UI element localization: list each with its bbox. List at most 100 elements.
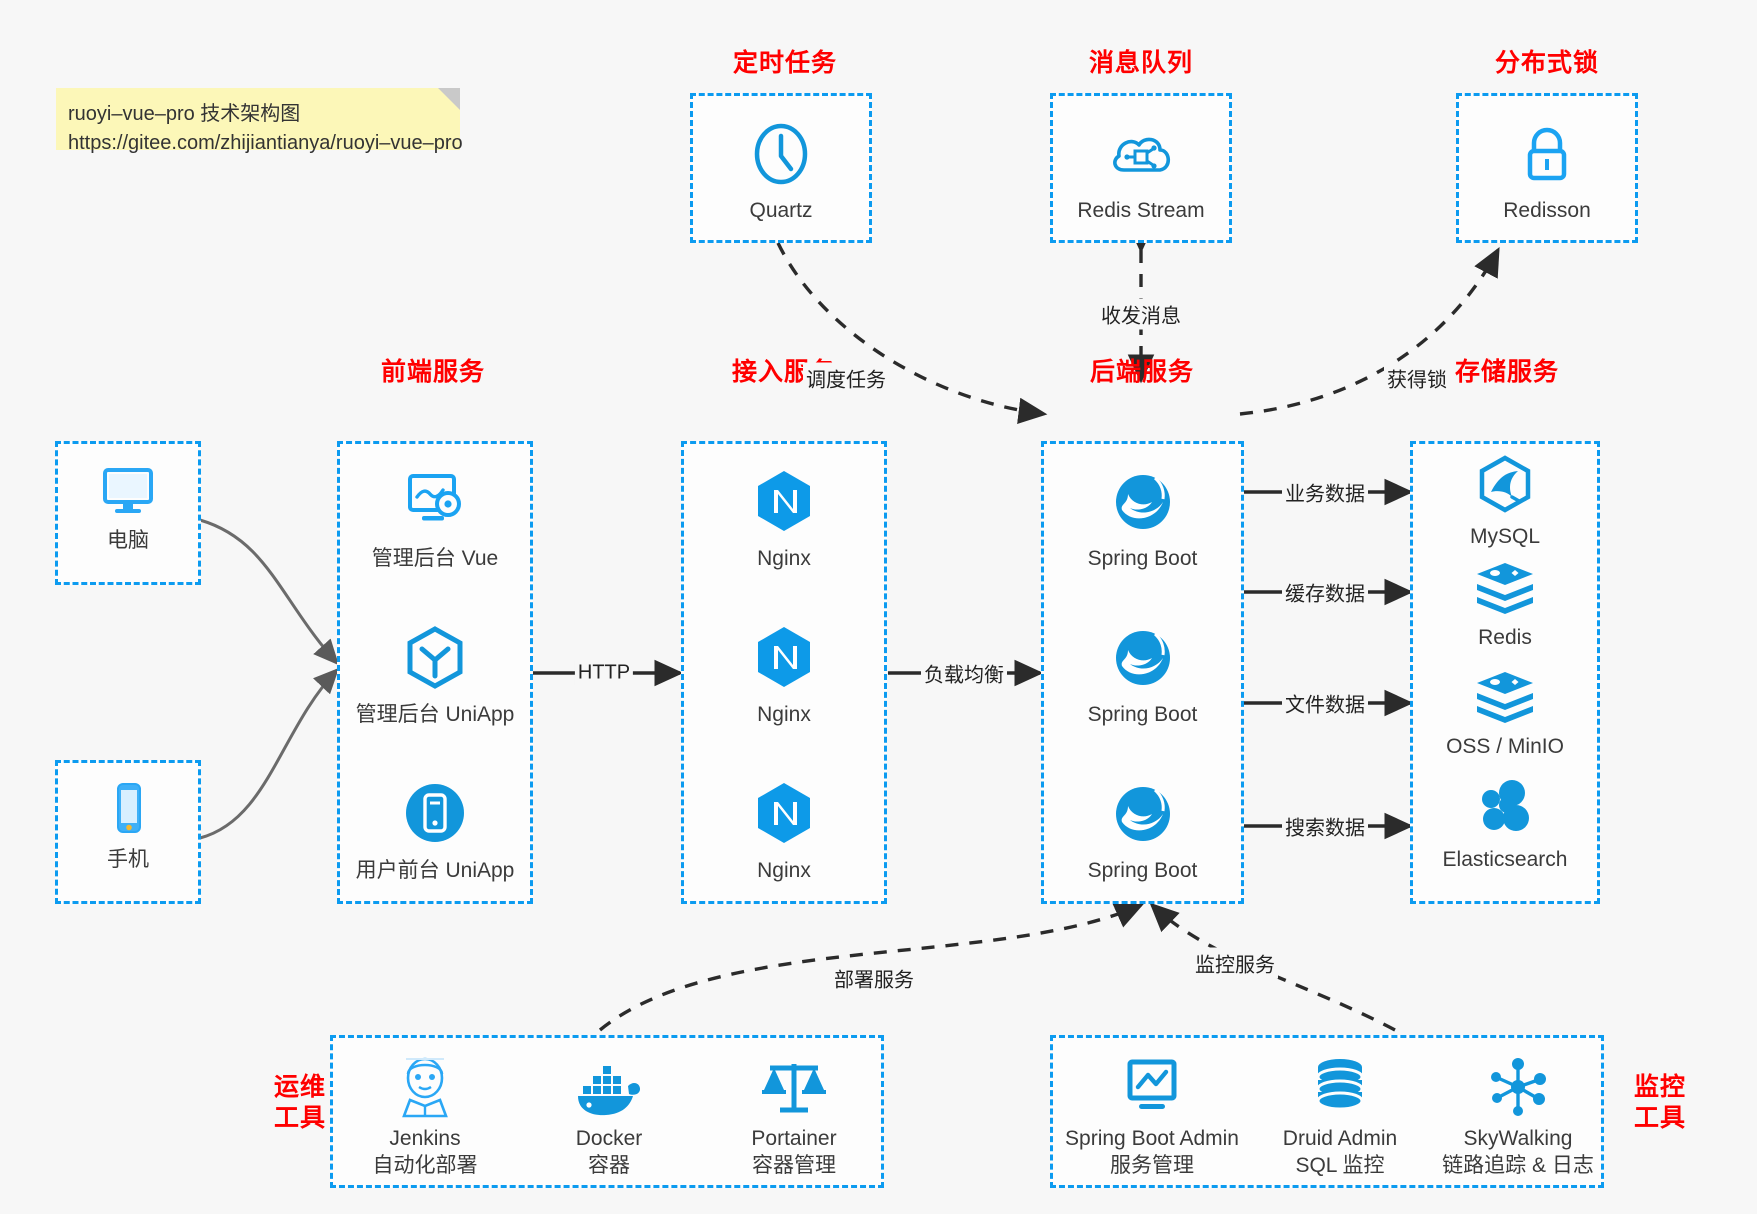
edge-label-cache-data: 缓存数据	[1282, 576, 1368, 608]
node-user-uniapp[interactable]: 用户前台 UniApp	[340, 778, 530, 884]
jenkins-icon	[333, 1054, 517, 1120]
node-spring-boot-3[interactable]: Spring Boot	[1044, 778, 1241, 884]
node-spring-boot-2[interactable]: Spring Boot	[1044, 622, 1241, 728]
node-admin-uniapp[interactable]: 管理后台 UniApp	[340, 622, 530, 728]
node-spring-boot-1[interactable]: Spring Boot	[1044, 466, 1241, 572]
node-nginx-1[interactable]: Nginx	[684, 466, 884, 572]
node-label: Redis Stream	[1077, 199, 1205, 222]
uniapp-cube-icon	[340, 622, 530, 696]
node-sublabel: 服务管理	[1110, 1154, 1194, 1178]
edge-label-monitor-service: 监控服务	[1192, 947, 1278, 979]
node-oss-minio[interactable]: OSS / MinIO	[1413, 666, 1597, 760]
node-docker[interactable]: Docker 容器	[517, 1054, 701, 1180]
docker-icon	[517, 1054, 701, 1120]
group-box-message-queue: Redis Stream	[1050, 93, 1232, 243]
node-spring-boot-admin[interactable]: Spring Boot Admin 服务管理	[1053, 1054, 1251, 1180]
group-box-backend: Spring Boot Spring Boot Spring Boot	[1041, 441, 1244, 904]
node-portainer[interactable]: Portainer 容器管理	[701, 1054, 887, 1180]
node-label: MySQL	[1469, 525, 1540, 548]
mysql-icon	[1413, 454, 1597, 518]
note-line-1: ruoyi–vue–pro 技术架构图	[68, 103, 301, 125]
node-redisson[interactable]: Redisson	[1459, 118, 1635, 224]
edge-label-file-data: 文件数据	[1282, 687, 1368, 719]
node-sublabel: 链路追踪 & 日志	[1442, 1154, 1594, 1178]
group-title-monitoring-line2: 工具	[1633, 1104, 1686, 1133]
group-title-backend: 后端服务	[1089, 358, 1194, 386]
node-label: Docker	[575, 1127, 643, 1150]
edge-label-acquire-lock: 获得锁	[1384, 362, 1450, 394]
note-fold-corner	[438, 88, 460, 110]
node-redis[interactable]: Redis	[1413, 557, 1597, 651]
node-label: Druid Admin	[1282, 1127, 1398, 1150]
edge-label-send-receive-msg: 收发消息	[1098, 298, 1184, 330]
edge-label-load-balance: 负载均衡	[921, 657, 1007, 689]
group-box-client-desktop: 电脑	[55, 441, 201, 585]
desktop-icon	[58, 460, 198, 522]
group-title-distributed-lock: 分布式锁	[1494, 49, 1599, 77]
node-nginx-3[interactable]: Nginx	[684, 778, 884, 884]
node-label: Nginx	[757, 547, 811, 570]
node-label: Nginx	[757, 859, 811, 882]
node-label: Spring Boot	[1087, 547, 1198, 570]
nginx-icon	[684, 622, 884, 696]
node-skywalking[interactable]: SkyWalking 链路追踪 & 日志	[1429, 1054, 1607, 1180]
spring-boot-icon	[1044, 466, 1241, 540]
group-title-devops: 运维 工具	[258, 1072, 342, 1135]
node-nginx-2[interactable]: Nginx	[684, 622, 884, 728]
node-mysql[interactable]: MySQL	[1413, 454, 1597, 550]
group-box-distributed-lock: Redisson	[1456, 93, 1638, 243]
group-box-devops: Jenkins 自动化部署 Docker 容器	[330, 1035, 884, 1188]
node-label: 管理后台 UniApp	[355, 703, 515, 726]
edge-label-http: HTTP	[574, 660, 634, 686]
node-redis-stream[interactable]: Redis Stream	[1053, 118, 1229, 224]
group-title-devops-line2: 工具	[273, 1104, 326, 1133]
elasticsearch-icon	[1413, 775, 1597, 841]
node-sublabel: SQL 监控	[1295, 1154, 1385, 1178]
node-label: Jenkins	[389, 1127, 461, 1150]
spring-boot-icon	[1044, 778, 1241, 852]
node-label: Nginx	[757, 703, 811, 726]
group-box-gateway: Nginx Nginx Nginx	[681, 441, 887, 904]
note-line-2: https://gitee.com/zhijiantianya/ruoyi–vu…	[68, 132, 463, 154]
node-elasticsearch[interactable]: Elasticsearch	[1413, 775, 1597, 873]
node-jenkins[interactable]: Jenkins 自动化部署	[333, 1054, 517, 1180]
cloud-stream-icon	[1053, 118, 1229, 192]
node-sublabel: 容器	[588, 1154, 630, 1178]
node-label: Quartz	[749, 199, 813, 222]
diagram-note: ruoyi–vue–pro 技术架构图 https://gitee.com/zh…	[56, 88, 463, 154]
node-mobile[interactable]: 手机	[58, 779, 198, 873]
node-label: Spring Boot Admin	[1065, 1127, 1239, 1150]
group-box-scheduled-task: Quartz	[690, 93, 872, 243]
nginx-icon	[684, 466, 884, 540]
edge-label-business-data: 业务数据	[1282, 476, 1368, 508]
portainer-scales-icon	[701, 1054, 887, 1120]
group-box-frontend: 管理后台 Vue 管理后台 UniApp 用户前台 UniApp	[337, 441, 533, 904]
node-label: Redis	[1478, 626, 1532, 649]
node-desktop[interactable]: 电脑	[58, 460, 198, 554]
group-title-frontend: 前端服务	[380, 358, 485, 386]
edge-label-search-data: 搜索数据	[1282, 810, 1368, 842]
monitor-chart-icon	[1053, 1054, 1251, 1120]
group-title-monitoring-line1: 监控	[1633, 1073, 1686, 1101]
node-label: Redisson	[1503, 199, 1591, 222]
node-quartz[interactable]: Quartz	[693, 118, 869, 224]
edge-label-deploy-service: 部署服务	[831, 962, 917, 994]
node-druid-admin[interactable]: Druid Admin SQL 监控	[1251, 1054, 1429, 1180]
edge-label-schedule-task: 调度任务	[803, 362, 889, 394]
node-sublabel: 容器管理	[752, 1154, 836, 1178]
mobile-phone-icon	[58, 779, 198, 841]
node-label: Elasticsearch	[1442, 848, 1568, 871]
group-title-message-queue: 消息队列	[1088, 49, 1193, 77]
node-label: Spring Boot	[1087, 703, 1198, 726]
node-label: Portainer	[751, 1127, 837, 1150]
node-label: 电脑	[107, 529, 149, 552]
oss-minio-icon	[1413, 666, 1597, 728]
group-title-scheduled-task: 定时任务	[732, 49, 837, 77]
node-label: 用户前台 UniApp	[355, 859, 515, 882]
lock-icon	[1459, 118, 1635, 192]
skywalking-icon	[1429, 1054, 1607, 1120]
mobile-app-icon	[340, 778, 530, 852]
group-title-monitoring: 监控 工具	[1618, 1072, 1702, 1135]
node-admin-vue[interactable]: 管理后台 Vue	[340, 466, 530, 572]
node-label: OSS / MinIO	[1446, 735, 1564, 758]
